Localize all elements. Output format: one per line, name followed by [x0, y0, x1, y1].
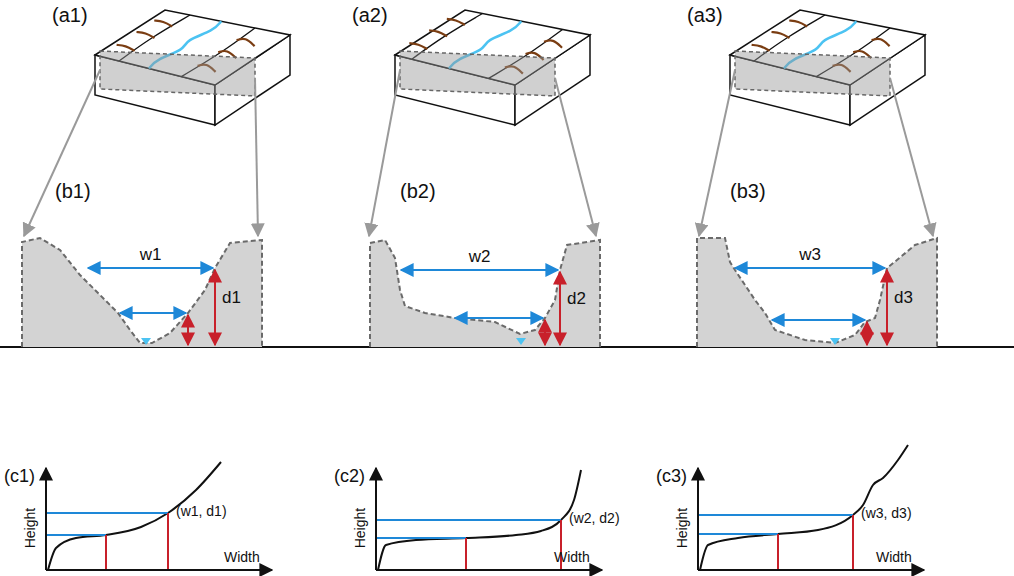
depth-label: d3	[894, 288, 913, 308]
width-tick	[105, 535, 107, 569]
gully	[117, 45, 135, 51]
gully	[154, 21, 172, 27]
panel-label: (a3)	[687, 4, 723, 27]
width-tick	[777, 534, 779, 569]
level-line	[47, 512, 168, 514]
gully	[447, 19, 465, 25]
width-arrow	[735, 267, 885, 269]
projection-arrow	[369, 70, 400, 236]
y-axis	[375, 468, 377, 570]
gully	[237, 39, 255, 46]
panel-label: (c2)	[334, 466, 365, 487]
width-height-chart	[376, 468, 602, 570]
panel-label: (a1)	[52, 4, 88, 27]
panel-label: (b2)	[400, 180, 436, 203]
x-axis	[698, 569, 924, 571]
axis-title: Height	[22, 508, 38, 548]
width-label: w1	[140, 245, 162, 265]
width-tick	[465, 538, 467, 569]
section-plane	[735, 51, 890, 96]
depth-arrow	[866, 322, 868, 345]
terrain-block	[730, 10, 925, 125]
panel-label: (c3)	[656, 466, 687, 487]
projection-arrow	[555, 78, 596, 236]
panel-label: (b1)	[55, 180, 91, 203]
level-line	[47, 534, 106, 536]
gully	[409, 43, 427, 49]
axis-title: Height	[352, 508, 368, 548]
cross-section	[370, 240, 600, 347]
width-height-chart	[46, 462, 272, 570]
water-mark	[141, 338, 151, 345]
section-profile	[370, 240, 600, 347]
water-mark	[830, 338, 840, 345]
gully	[429, 30, 447, 36]
width-arrow	[455, 317, 543, 319]
gully	[544, 40, 562, 47]
gully	[772, 32, 790, 38]
cross-section	[697, 238, 937, 347]
gully	[789, 21, 807, 27]
section-fill	[697, 238, 937, 347]
section-fill	[22, 238, 262, 347]
width-arrow	[120, 312, 186, 314]
section-profile	[697, 238, 937, 347]
point-label: (w1, d1)	[176, 503, 227, 519]
gully	[872, 39, 890, 46]
gully	[752, 45, 770, 51]
y-axis	[697, 468, 699, 570]
x-axis	[46, 569, 272, 571]
panel-label: (b3)	[730, 180, 766, 203]
projection-arrow	[255, 78, 258, 236]
depth-arrow	[886, 270, 888, 345]
terrain-block	[395, 10, 590, 125]
depth-label: d2	[567, 289, 586, 309]
x-axis	[376, 569, 602, 571]
projection-arrow	[890, 78, 933, 236]
terrain-block	[95, 10, 290, 125]
projection-arrow	[24, 70, 100, 236]
level-line	[699, 514, 853, 516]
depth-label: d1	[222, 288, 241, 308]
point-label: (w2, d2)	[569, 510, 620, 526]
water-mark	[516, 338, 526, 345]
depth-arrow	[187, 315, 189, 345]
point-label: (w3, d3)	[861, 505, 912, 521]
width-curve	[378, 470, 581, 570]
depth-arrow	[214, 270, 216, 345]
width-arrow	[401, 269, 558, 271]
section-plane	[100, 51, 255, 96]
width-tick	[852, 515, 854, 569]
gully	[137, 32, 155, 38]
section-fill	[370, 240, 600, 347]
projection-arrow	[699, 70, 735, 236]
axis-title: Height	[674, 508, 690, 548]
depth-arrow	[544, 320, 546, 345]
depth-arrow	[559, 272, 561, 345]
axis-title: Width	[554, 549, 590, 565]
level-line	[377, 537, 466, 539]
width-label: w3	[799, 245, 821, 265]
axis-title: Width	[876, 549, 912, 565]
width-arrow	[88, 267, 213, 269]
level-line	[377, 519, 561, 521]
section-plane	[400, 51, 555, 96]
level-line	[699, 533, 778, 535]
y-axis	[45, 468, 47, 570]
width-tick	[167, 513, 169, 569]
cross-section	[22, 238, 262, 347]
width-label: w2	[469, 247, 491, 267]
width-height-chart	[698, 445, 924, 570]
panel-label: (a2)	[352, 4, 388, 27]
panel-label: (c1)	[4, 466, 35, 487]
width-arrow	[772, 319, 865, 321]
section-profile	[22, 238, 262, 347]
axis-title: Width	[224, 549, 260, 565]
